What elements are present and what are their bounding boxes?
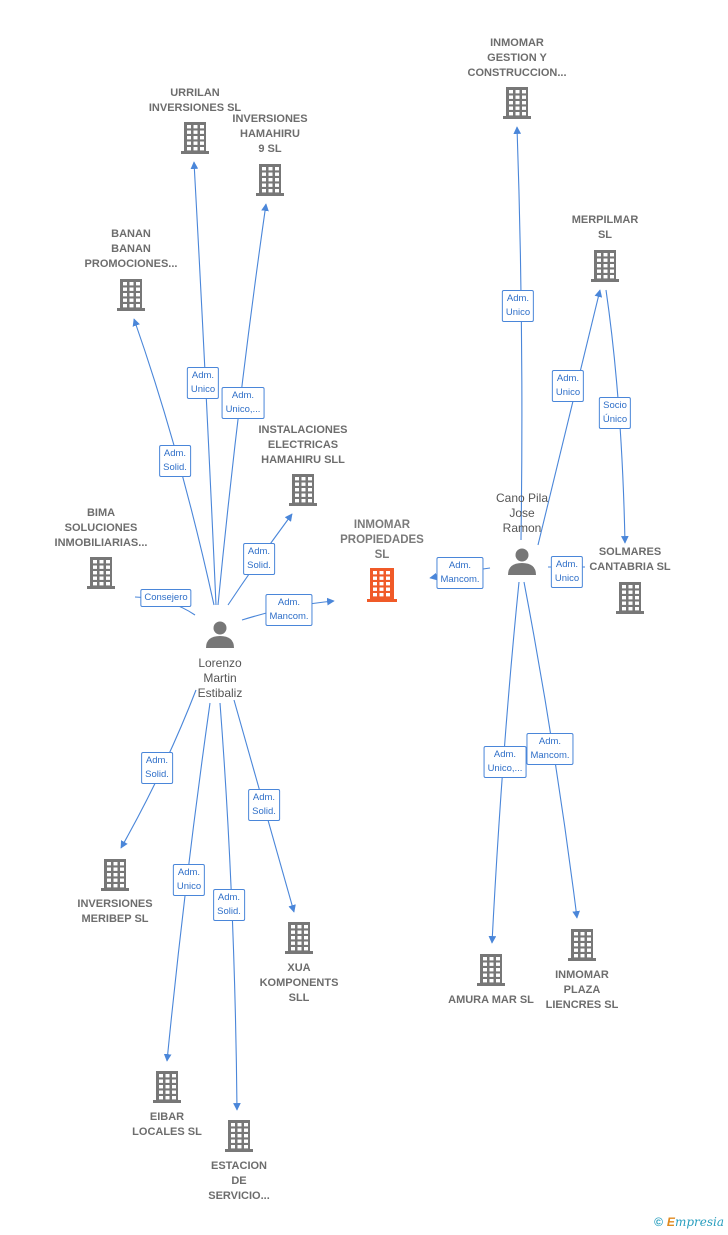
edge-label-m-solmares[interactable]: Socio Único: [598, 397, 632, 429]
edge-label-l-banan[interactable]: Adm. Solid.: [159, 445, 191, 477]
building-icon-merpilmar[interactable]: [591, 250, 619, 282]
building-icon-xua[interactable]: [285, 922, 313, 954]
edge-label-l-eibar[interactable]: Adm. Unico: [172, 864, 206, 896]
edge-label-l-xua[interactable]: Adm. Solid.: [248, 789, 280, 821]
company-label-banan[interactable]: BANAN BANAN PROMOCIONES...: [84, 228, 178, 270]
edge-label-c-solmares[interactable]: Adm. Unico: [550, 556, 584, 588]
company-label-hamahiru[interactable]: INVERSIONES HAMAHIRU 9 SL: [232, 113, 308, 155]
edge-label-c-merpilmar[interactable]: Adm. Unico: [551, 370, 585, 402]
company-label-meribep[interactable]: INVERSIONES MERIBEP SL: [77, 898, 153, 925]
person-label-cano[interactable]: Cano Pila Jose Ramon: [495, 491, 549, 535]
company-label-xua[interactable]: XUA KOMPONENTS SLL: [259, 962, 339, 1004]
company-label-urrilan[interactable]: URRILAN INVERSIONES SL: [148, 87, 242, 114]
building-icon-bima[interactable]: [87, 557, 115, 589]
building-icon-inmomar_gestion[interactable]: [503, 87, 531, 119]
building-icon-estacion[interactable]: [225, 1120, 253, 1152]
building-icon-amura[interactable]: [477, 954, 505, 986]
company-label-instalaciones[interactable]: INSTALACIONES ELECTRICAS HAMAHIRU SLL: [258, 424, 348, 466]
company-label-estacion[interactable]: ESTACION DE SERVICIO...: [208, 1160, 270, 1202]
company-label-inmomar_propiedades[interactable]: INMOMAR PROPIEDADES SL: [340, 519, 424, 561]
edge-label-c-gestion[interactable]: Adm. Unico: [501, 290, 535, 322]
company-label-amura[interactable]: AMURA MAR SL: [448, 994, 534, 1006]
edge-label-l-estacion[interactable]: Adm. Solid.: [213, 889, 245, 921]
building-icon-inmomar_propiedades[interactable]: [367, 568, 397, 602]
company-label-inmomar_gestion[interactable]: INMOMAR GESTION Y CONSTRUCCION...: [467, 37, 567, 79]
person-icon-lorenzo[interactable]: [206, 621, 234, 649]
footer-brand[interactable]: ©Empresia: [654, 1215, 724, 1229]
edge-label-l-meribep[interactable]: Adm. Solid.: [141, 752, 173, 784]
edge-label-c-amura[interactable]: Adm. Unico,...: [483, 746, 527, 778]
building-icon-urrilan[interactable]: [181, 122, 209, 154]
person-label-lorenzo[interactable]: Lorenzo Martin Estibaliz: [197, 656, 243, 700]
edge-label-c-plaza[interactable]: Adm. Mancom.: [526, 733, 574, 765]
building-icon-inmomar_plaza[interactable]: [568, 929, 596, 961]
edge-label-c-propiedades[interactable]: Adm. Mancom.: [436, 557, 484, 589]
copyright-symbol: ©: [654, 1215, 663, 1229]
edge-c-merpilmar: [537, 289, 603, 546]
building-icon-banan[interactable]: [117, 279, 145, 311]
edge-label-l-propiedades[interactable]: Adm. Mancom.: [265, 594, 313, 626]
person-icon-cano[interactable]: [508, 548, 536, 576]
edge-label-l-bima[interactable]: Consejero: [140, 589, 192, 607]
building-icon-solmares[interactable]: [616, 582, 644, 614]
company-label-solmares[interactable]: SOLMARES CANTABRIA SL: [589, 546, 671, 573]
building-icon-eibar[interactable]: [153, 1071, 181, 1103]
edge-label-l-hamahiru[interactable]: Adm. Unico,...: [221, 387, 265, 419]
edge-label-l-instalaciones[interactable]: Adm. Solid.: [243, 543, 275, 575]
company-label-inmomar_plaza[interactable]: INMOMAR PLAZA LIENCRES SL: [545, 969, 619, 1011]
building-icon-hamahiru[interactable]: [256, 164, 284, 196]
building-icon-meribep[interactable]: [101, 859, 129, 891]
building-icon-instalaciones[interactable]: [289, 474, 317, 506]
brand-name: mpresia: [674, 1215, 724, 1229]
company-label-eibar[interactable]: EIBAR LOCALES SL: [132, 1111, 202, 1138]
company-label-bima[interactable]: BIMA SOLUCIONES INMOBILIARIAS...: [54, 507, 148, 549]
edge-label-l-urrilan[interactable]: Adm. Unico: [186, 367, 220, 399]
brand-initial: E: [666, 1215, 675, 1229]
edge-c-gestion: [513, 126, 523, 541]
company-label-merpilmar[interactable]: MERPILMAR SL: [571, 214, 639, 241]
